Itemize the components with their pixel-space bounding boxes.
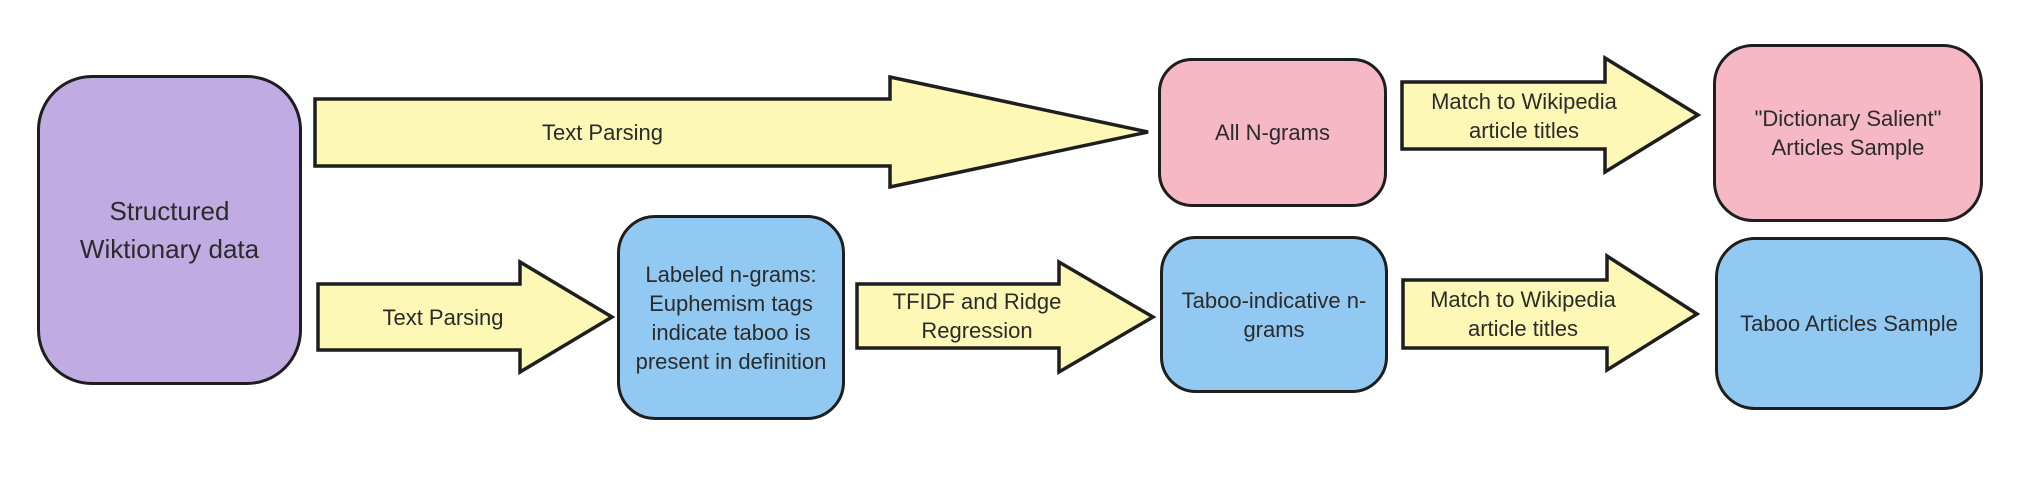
node-taboo-indicative-ngrams: Taboo-indicative n- grams — [1160, 236, 1388, 393]
arrow-match-bottom-icon — [1401, 252, 1701, 374]
node-label-line: "Dictionary Salient" — [1754, 106, 1942, 131]
node-label-line: grams — [1243, 316, 1305, 342]
node-all-ngrams: All N-grams — [1158, 58, 1387, 207]
node-dictionary-salient-articles-sample: "Dictionary Salient" Articles Sample — [1713, 44, 1983, 222]
node-label-line: Articles Sample — [1771, 135, 1925, 160]
node-label-line: Euphemism tags — [649, 290, 813, 316]
node-label-line: Taboo-indicative n- — [1181, 287, 1367, 313]
node-label-line: Taboo Articles Sample — [1740, 311, 1958, 336]
arrow-text-parsing-top-icon — [313, 74, 1149, 190]
node-label-line: indicate taboo is — [651, 319, 811, 345]
arrow-text-parsing-bottom-icon — [316, 258, 616, 376]
arrow-tfidf-icon — [855, 258, 1157, 376]
node-label-line: present in definition — [635, 348, 827, 374]
node-labeled-ngrams: Labeled n-grams: Euphemism tags indicate… — [617, 215, 845, 420]
node-structured-wiktionary-data: Structured Wiktionary data — [37, 75, 302, 385]
arrow-match-top-icon — [1400, 54, 1702, 176]
node-label-line: All N-grams — [1215, 120, 1330, 145]
node-label-line: Structured — [109, 196, 230, 226]
node-taboo-articles-sample: Taboo Articles Sample — [1715, 237, 1983, 410]
node-label-line: Labeled n-grams: — [645, 261, 817, 287]
node-label-line: Wiktionary data — [79, 234, 260, 264]
